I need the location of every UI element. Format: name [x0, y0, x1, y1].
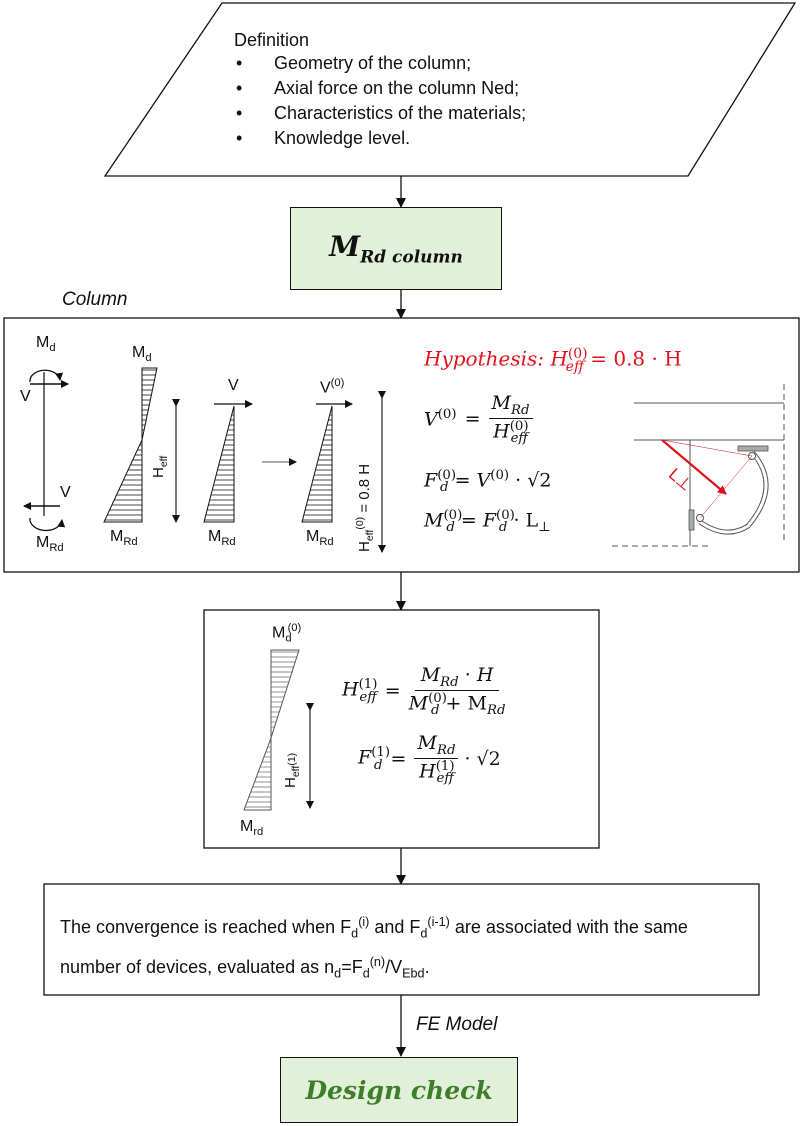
equation-m0: M(0)d = F(0)d · L⊥	[424, 508, 551, 536]
heff-label: Heff	[150, 455, 170, 478]
shear-diagram-v	[203, 405, 235, 523]
heff1-label: Heff(1)	[282, 752, 302, 788]
equation-fd1: F(1)d = MRd H(1)eff · √2	[358, 732, 501, 786]
design-check-text: Design check	[305, 1075, 493, 1105]
shear-diagram-v0	[301, 405, 333, 523]
device-sketch	[612, 384, 785, 547]
moment-top-arrow	[29, 369, 64, 383]
mrd-main: M	[329, 229, 361, 263]
iteration-box	[203, 609, 600, 849]
column-label: Column	[62, 289, 128, 310]
definition-item: Axial force on the column Ned;	[234, 76, 654, 101]
mrd-label-left: MRd	[36, 534, 64, 555]
v-label-top: V	[20, 388, 31, 405]
mrd-label-1: MRd	[110, 528, 138, 549]
definition-item: Characteristics of the materials;	[234, 101, 654, 126]
convergence-box-frame	[43, 883, 760, 996]
moment-diagram-1	[103, 367, 158, 523]
definition-block: Definition Geometry of the column;Axial …	[234, 30, 654, 151]
design-check-box: Design check	[280, 1057, 518, 1123]
definition-item: Knowledge level.	[234, 126, 654, 151]
mrd-sub: Rd column	[360, 247, 463, 268]
v-label-diagram: V	[228, 377, 239, 394]
v-label-bottom: V	[60, 484, 71, 501]
moment-diagram-2	[243, 649, 300, 811]
mrd-column-box: MRd column	[290, 207, 502, 290]
mrd-small-label: Mrd	[240, 818, 264, 839]
definition-item: Geometry of the column;	[234, 51, 654, 76]
definition-list: Geometry of the column;Axial force on th…	[234, 51, 654, 151]
equation-v0: V(0) = MRd H(0)eff	[424, 392, 533, 446]
mrd-label-3: MRd	[306, 528, 334, 549]
equation-heff1: H(1)eff = MRd · H M(0)d + MRd	[342, 664, 506, 718]
convergence-text: The convergence is reached when Fd(i) an…	[60, 915, 688, 981]
v0-label: V(0)	[320, 377, 345, 397]
md-label: Md	[36, 334, 56, 355]
definition-title: Definition	[234, 30, 310, 50]
mrd-label-2: MRd	[208, 528, 236, 549]
equation-f0: F(0)d = V(0) · √2	[424, 468, 552, 496]
moment-bottom-arrow	[29, 517, 66, 532]
md0-label: Md(0)	[272, 622, 302, 645]
fe-model-label: FE Model	[416, 1014, 498, 1035]
hypothesis-text: Hypothesis: H(0)eff = 0.8 · H	[424, 346, 682, 375]
heff0-label: Heff(0) = 0.8 H	[354, 463, 376, 552]
md-label-diagram: Md	[132, 344, 152, 365]
